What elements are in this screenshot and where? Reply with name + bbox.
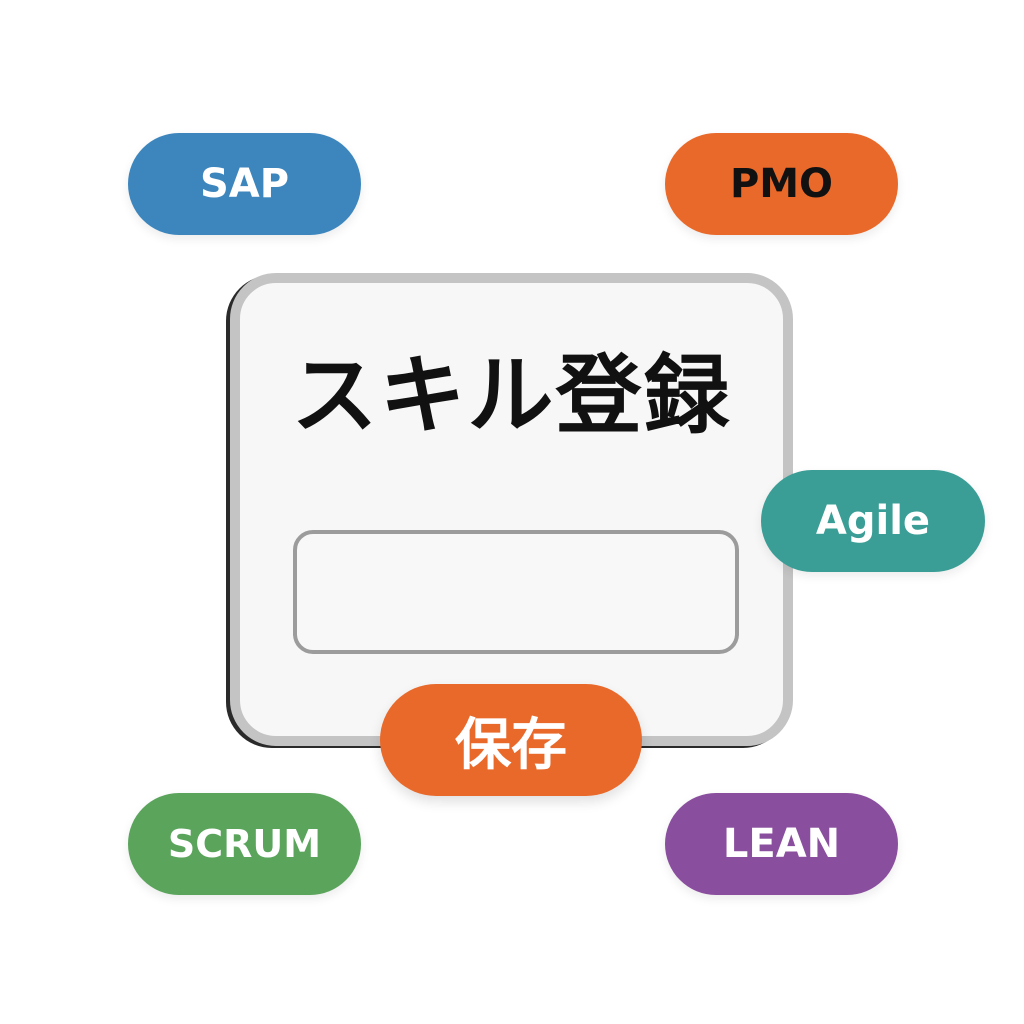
skill-input[interactable] <box>293 530 739 654</box>
skill-tag-scrum[interactable]: SCRUM <box>128 793 361 895</box>
save-button[interactable]: 保存 <box>380 684 642 796</box>
skill-tag-label: LEAN <box>722 821 841 867</box>
skill-registration-card: スキル登録 <box>230 273 793 746</box>
skill-tag-label: PMO <box>729 161 834 207</box>
skill-tag-label: SAP <box>199 161 290 207</box>
skill-tag-agile[interactable]: Agile <box>761 470 985 572</box>
skill-tag-lean[interactable]: LEAN <box>665 793 898 895</box>
save-button-label: 保存 <box>455 712 567 778</box>
page-title: スキル登録 <box>291 346 732 446</box>
skill-tag-label: SCRUM <box>167 822 322 866</box>
skill-tag-sap[interactable]: SAP <box>128 133 361 235</box>
skill-tag-label: Agile <box>815 498 931 544</box>
skill-tag-pmo[interactable]: PMO <box>665 133 898 235</box>
